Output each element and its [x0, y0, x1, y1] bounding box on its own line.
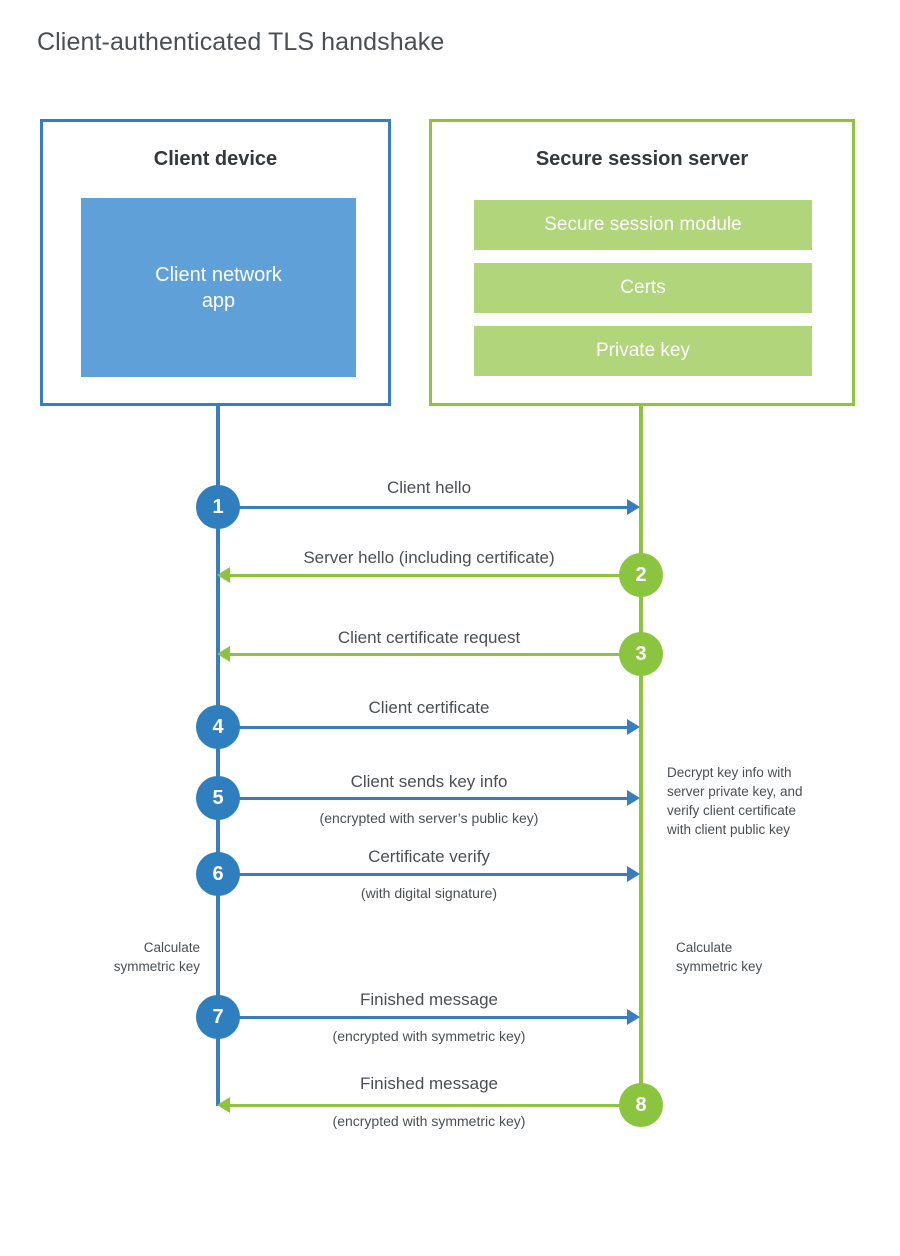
step-7-sub-label: (encrypted with symmetric key) — [332, 1028, 526, 1044]
secure-session-server-box: Secure session server Secure session mod… — [429, 119, 855, 406]
step-2-circle[interactable]: 2 — [619, 553, 663, 597]
step-3-arrow-head — [217, 646, 230, 662]
server-module-label: Private key — [596, 339, 690, 361]
server-module-label: Secure session module — [544, 213, 742, 235]
client-network-app-block: Client network app — [81, 198, 356, 377]
step-6-arrow-line — [218, 873, 628, 876]
step-6-sub-label: (with digital signature) — [360, 885, 498, 901]
client-device-title: Client device — [153, 148, 278, 170]
step-3-circle[interactable]: 3 — [619, 632, 663, 676]
step-6-circle[interactable]: 6 — [196, 852, 240, 896]
step-2-arrow-line — [230, 574, 640, 577]
step-7-circle[interactable]: 7 — [196, 995, 240, 1039]
server-calculate-key-note-line1: Calculate — [676, 940, 733, 955]
server-calculate-key-note-line2: symmetric key — [676, 959, 763, 975]
client-network-app-label-line2: app — [201, 289, 236, 312]
server-module-private-key: Private key — [474, 326, 812, 376]
step-1-label: Client hello — [386, 478, 472, 497]
step-8-circle[interactable]: 8 — [619, 1083, 663, 1127]
server-decrypt-note-line4: with client public key — [667, 822, 791, 838]
server-decrypt-note-line1: Decrypt key info with — [667, 765, 792, 780]
step-2-label: Server hello (including certificate) — [303, 548, 555, 567]
step-8-arrow-head — [217, 1097, 230, 1113]
server-module-secure-session-module: Secure session module — [474, 200, 812, 250]
step-4-label: Client certificate — [368, 698, 490, 717]
step-3-arrow-line — [230, 653, 640, 656]
step-7-arrow-head — [627, 1009, 640, 1025]
step-5-circle[interactable]: 5 — [196, 776, 240, 820]
step-1-arrow-head — [627, 499, 640, 515]
step-8-label: Finished message — [360, 1074, 498, 1093]
step-8-sub-label: (encrypted with symmetric key) — [332, 1113, 526, 1129]
step-4-arrow-head — [627, 719, 640, 735]
step-4-circle[interactable]: 4 — [196, 705, 240, 749]
server-decrypt-note: Decrypt key info with server private key… — [667, 763, 847, 840]
page-title: Client-authenticated TLS handshake — [37, 28, 445, 56]
client-lifeline — [216, 406, 220, 1106]
step-6-arrow-head — [627, 866, 640, 882]
server-lifeline — [639, 406, 643, 1106]
step-1-circle[interactable]: 1 — [196, 485, 240, 529]
step-4-arrow-line — [218, 726, 628, 729]
server-module-certs: Certs — [474, 263, 812, 313]
client-calculate-key-note: Calculate symmetric key — [40, 938, 200, 976]
server-decrypt-note-line3: verify client certificate — [667, 803, 797, 819]
client-calculate-key-note-line1: Calculate — [143, 940, 200, 955]
step-7-arrow-line — [218, 1016, 628, 1019]
client-network-app-label-line1: Client network — [155, 263, 282, 286]
step-3-label: Client certificate request — [337, 628, 521, 647]
server-decrypt-note-line2: server private key, and — [667, 784, 803, 800]
step-1-arrow-line — [218, 506, 628, 509]
step-2-arrow-head — [217, 567, 230, 583]
client-device-box: Client device Client network app — [40, 119, 391, 406]
step-5-sub-label: (encrypted with server’s public key) — [319, 810, 539, 826]
server-calculate-key-note: Calculate symmetric key — [676, 938, 846, 976]
step-5-arrow-head — [627, 790, 640, 806]
server-module-label: Certs — [620, 276, 666, 298]
step-5-arrow-line — [218, 797, 628, 800]
secure-session-server-title: Secure session server — [535, 148, 749, 170]
step-5-label: Client sends key info — [350, 772, 508, 791]
step-8-arrow-line — [230, 1104, 640, 1107]
client-calculate-key-note-line2: symmetric key — [113, 959, 200, 975]
step-7-label: Finished message — [360, 990, 498, 1009]
step-6-label: Certificate verify — [368, 847, 490, 866]
